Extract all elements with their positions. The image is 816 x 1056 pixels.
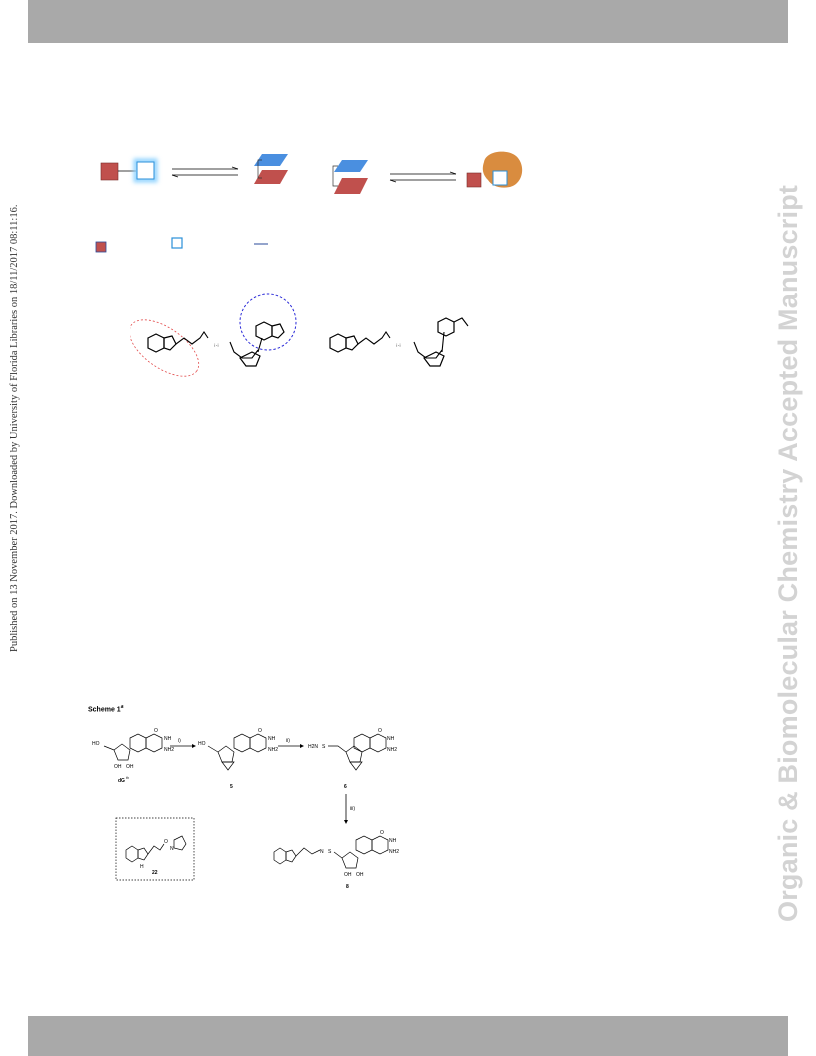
binding-equilibrium-figure xyxy=(95,151,523,253)
svg-text:OH: OH xyxy=(114,764,122,770)
base-highlight xyxy=(239,293,297,351)
svg-text:⁝·⁝: ⁝·⁝ xyxy=(396,343,401,349)
scheme-title: Scheme 1a xyxy=(88,704,124,714)
svg-text:H2N: H2N xyxy=(308,744,318,750)
interaction-structures: ⁝·⁝ ⁝·⁝ xyxy=(130,293,469,377)
journal-watermark: Organic & Biomolecular Chemistry Accepte… xyxy=(773,184,803,922)
svg-text:N: N xyxy=(170,846,174,852)
svg-text:⁝·⁝: ⁝·⁝ xyxy=(214,343,219,349)
compound-6: H2N S O NH NH2 xyxy=(308,728,397,771)
svg-text:NH2: NH2 xyxy=(389,849,399,855)
svg-text:th: th xyxy=(126,776,129,780)
header-bar xyxy=(28,0,788,43)
svg-text:NH2: NH2 xyxy=(268,747,278,753)
blue-block xyxy=(136,161,155,180)
svg-text:OH: OH xyxy=(356,872,364,878)
svg-text:iii): iii) xyxy=(350,806,355,812)
compound-dG: HO OH OH O NH NH2 xyxy=(92,728,174,770)
compound-5: HO O NH NH2 xyxy=(198,728,278,771)
svg-text:H: H xyxy=(140,864,144,870)
scheme-1-reactions: HO OH OH O NH NH2 dG th i) HO O NH NH2 5… xyxy=(92,728,399,890)
svg-text:OH: OH xyxy=(344,872,352,878)
svg-text:HO: HO xyxy=(198,741,206,747)
indole-highlight xyxy=(130,319,200,377)
svg-text:OH: OH xyxy=(126,764,134,770)
svg-text:NH2: NH2 xyxy=(387,747,397,753)
svg-text:6: 6 xyxy=(344,784,347,790)
compound-22: H O N xyxy=(125,835,187,870)
svg-text:O: O xyxy=(258,728,262,734)
svg-text:NH: NH xyxy=(268,736,276,742)
svg-text:O: O xyxy=(380,830,384,836)
svg-text:N: N xyxy=(320,849,324,855)
svg-text:HO: HO xyxy=(92,741,100,747)
reagent-22-box xyxy=(115,817,195,881)
svg-text:NH: NH xyxy=(387,736,395,742)
svg-text:O: O xyxy=(154,728,158,734)
svg-text:NH: NH xyxy=(164,736,172,742)
svg-text:22: 22 xyxy=(152,870,158,876)
svg-text:5: 5 xyxy=(230,784,233,790)
svg-text:ii): ii) xyxy=(286,738,290,744)
red-block xyxy=(100,162,119,181)
publication-note: Published on 13 November 2017. Downloade… xyxy=(9,204,20,652)
svg-text:i): i) xyxy=(178,738,181,744)
svg-text:S: S xyxy=(328,849,332,855)
svg-text:NH2: NH2 xyxy=(164,747,174,753)
svg-text:NH: NH xyxy=(389,838,397,844)
svg-text:O: O xyxy=(164,839,168,845)
svg-text:O: O xyxy=(378,728,382,734)
svg-text:dG: dG xyxy=(118,778,125,784)
compound-8: N S OH OH O NH NH2 xyxy=(273,830,399,878)
svg-text:S: S xyxy=(322,744,326,750)
svg-text:8: 8 xyxy=(346,884,349,890)
footer-bar xyxy=(28,1016,788,1056)
